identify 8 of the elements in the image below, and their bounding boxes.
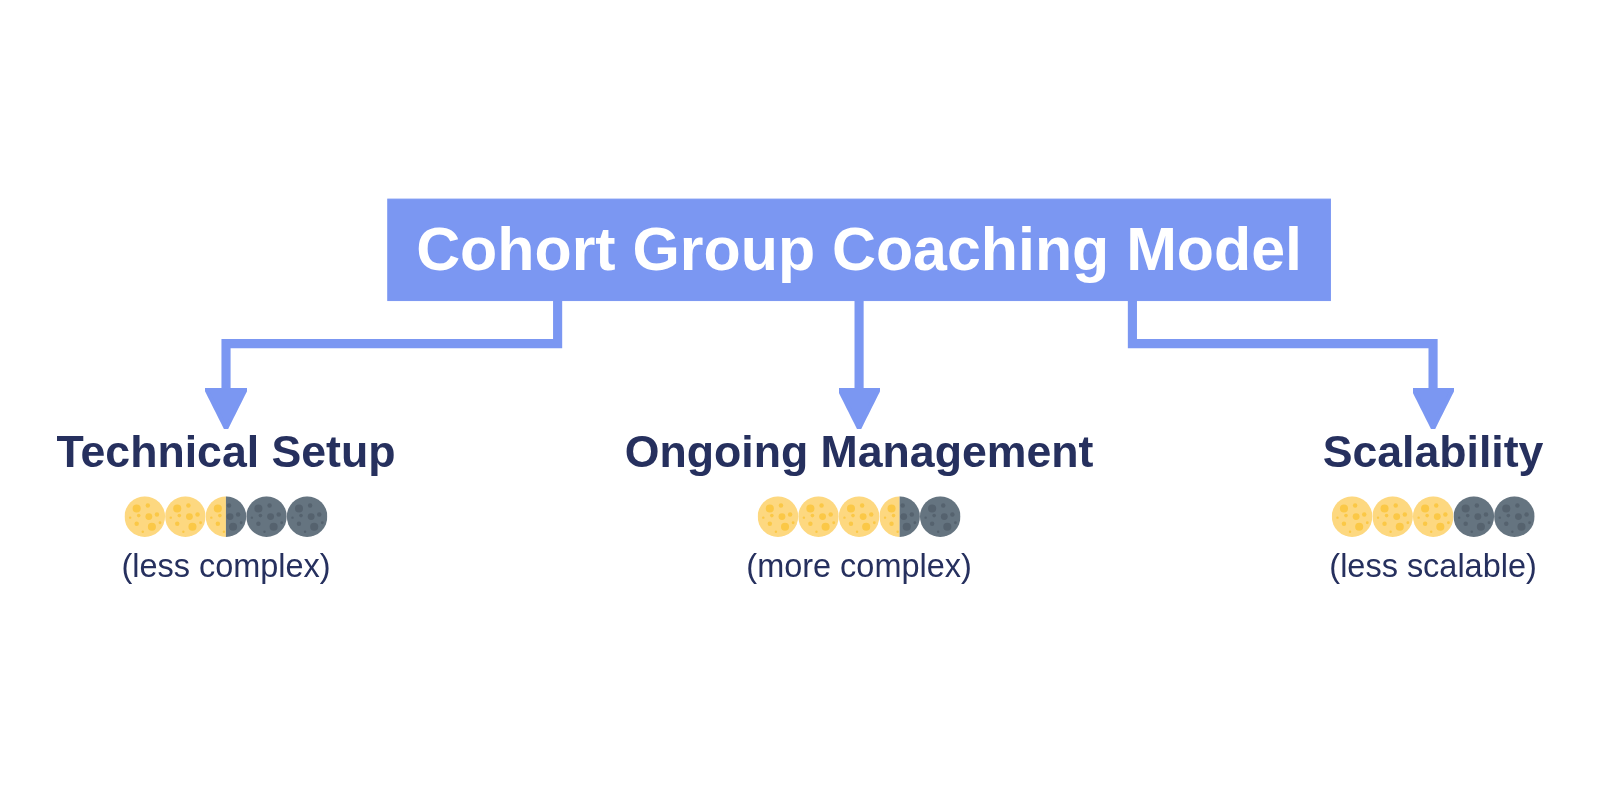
node-label: (less complex) xyxy=(121,547,331,584)
node-box: Cohort Group Coaching Model xyxy=(387,198,1331,301)
node-label: Technical Setup xyxy=(56,426,396,476)
node-label: (more complex) xyxy=(746,547,972,584)
arrow xyxy=(836,300,882,431)
node-label: (less scalable) xyxy=(1329,547,1537,584)
node-label: Ongoing Management xyxy=(624,426,1094,476)
node-label: Scalability xyxy=(1322,426,1544,476)
